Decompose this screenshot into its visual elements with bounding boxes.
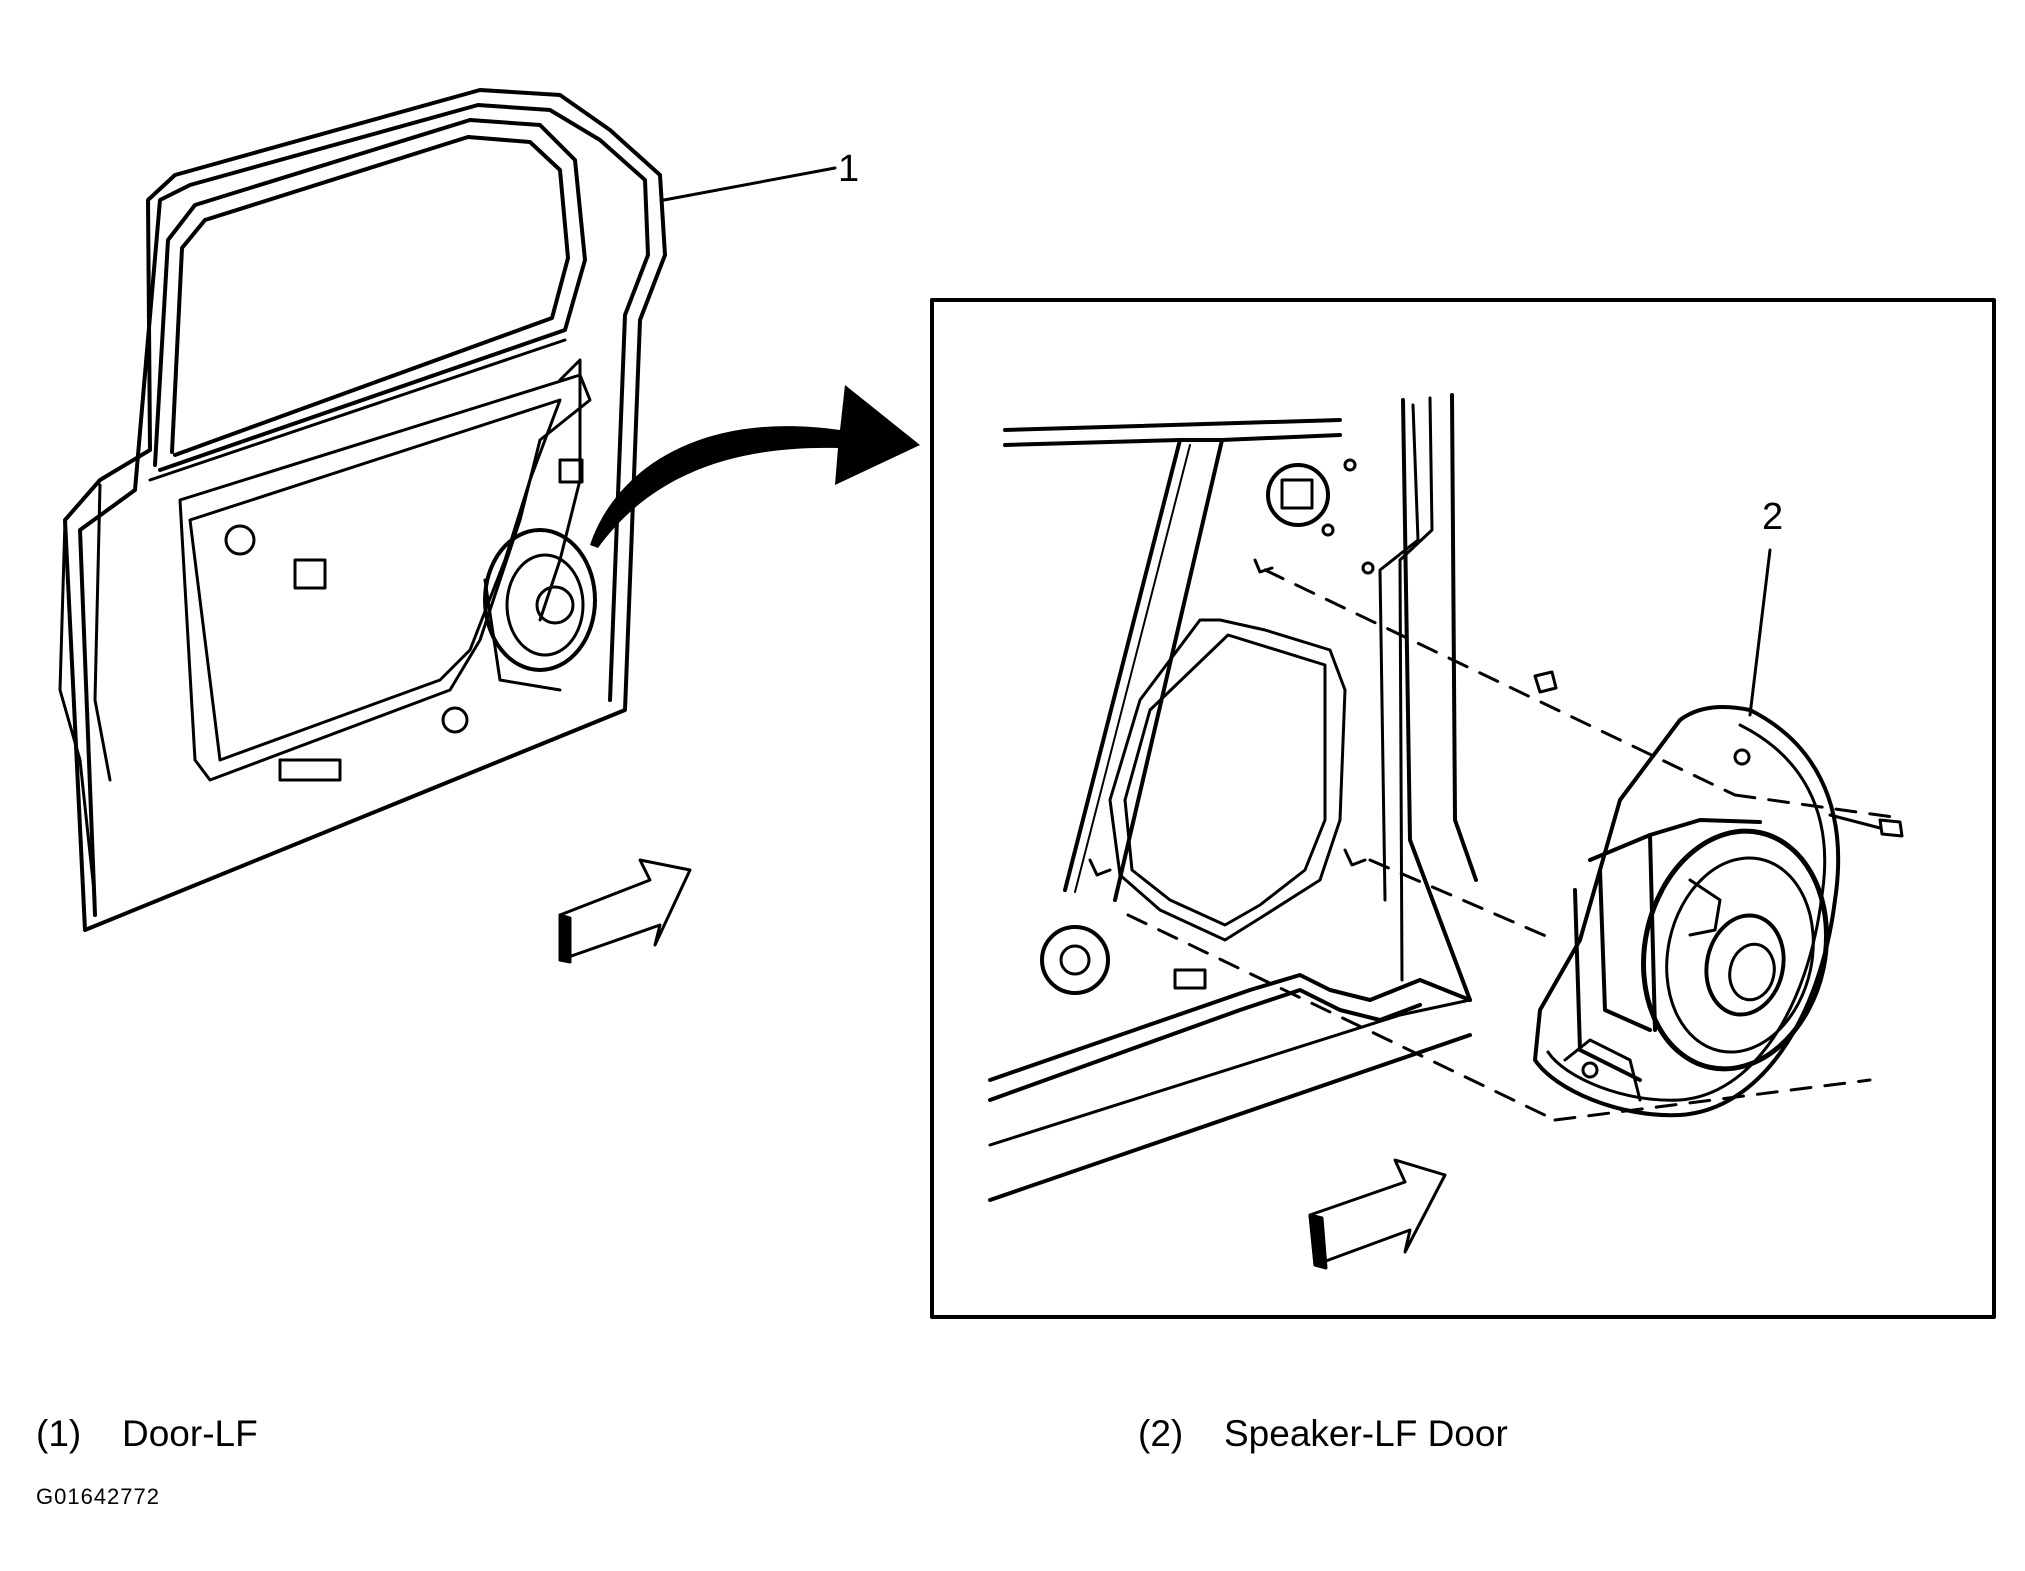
detail-view-frame bbox=[930, 298, 1996, 1319]
mounting-nut bbox=[1533, 670, 1558, 694]
alignment-lines bbox=[1126, 568, 1902, 1122]
legend-item-speaker: (2) Speaker-LF Door bbox=[1138, 1415, 1508, 1452]
legend-name: Door-LF bbox=[122, 1413, 258, 1454]
callout-2: 2 bbox=[1762, 496, 1784, 538]
legend-number: (1) bbox=[36, 1413, 82, 1454]
mounting-screw bbox=[1828, 813, 1904, 838]
speaker-lf-door-drawing bbox=[1533, 705, 1841, 1118]
view-arrow-detail bbox=[1308, 1158, 1447, 1270]
curved-arrow bbox=[590, 385, 920, 548]
callout-2-leader bbox=[1748, 548, 1772, 717]
callout-1-leader bbox=[662, 166, 837, 202]
legend-item-door: (1) Door-LF bbox=[36, 1415, 258, 1452]
callout-1: 1 bbox=[838, 148, 860, 190]
figure-id: G01642772 bbox=[36, 1484, 160, 1509]
legend-name: Speaker-LF Door bbox=[1224, 1413, 1508, 1454]
detail-door-panel bbox=[988, 393, 1478, 1202]
view-arrow-door bbox=[558, 858, 692, 964]
door-lf-drawing bbox=[58, 88, 667, 932]
legend-number: (2) bbox=[1138, 1413, 1184, 1454]
